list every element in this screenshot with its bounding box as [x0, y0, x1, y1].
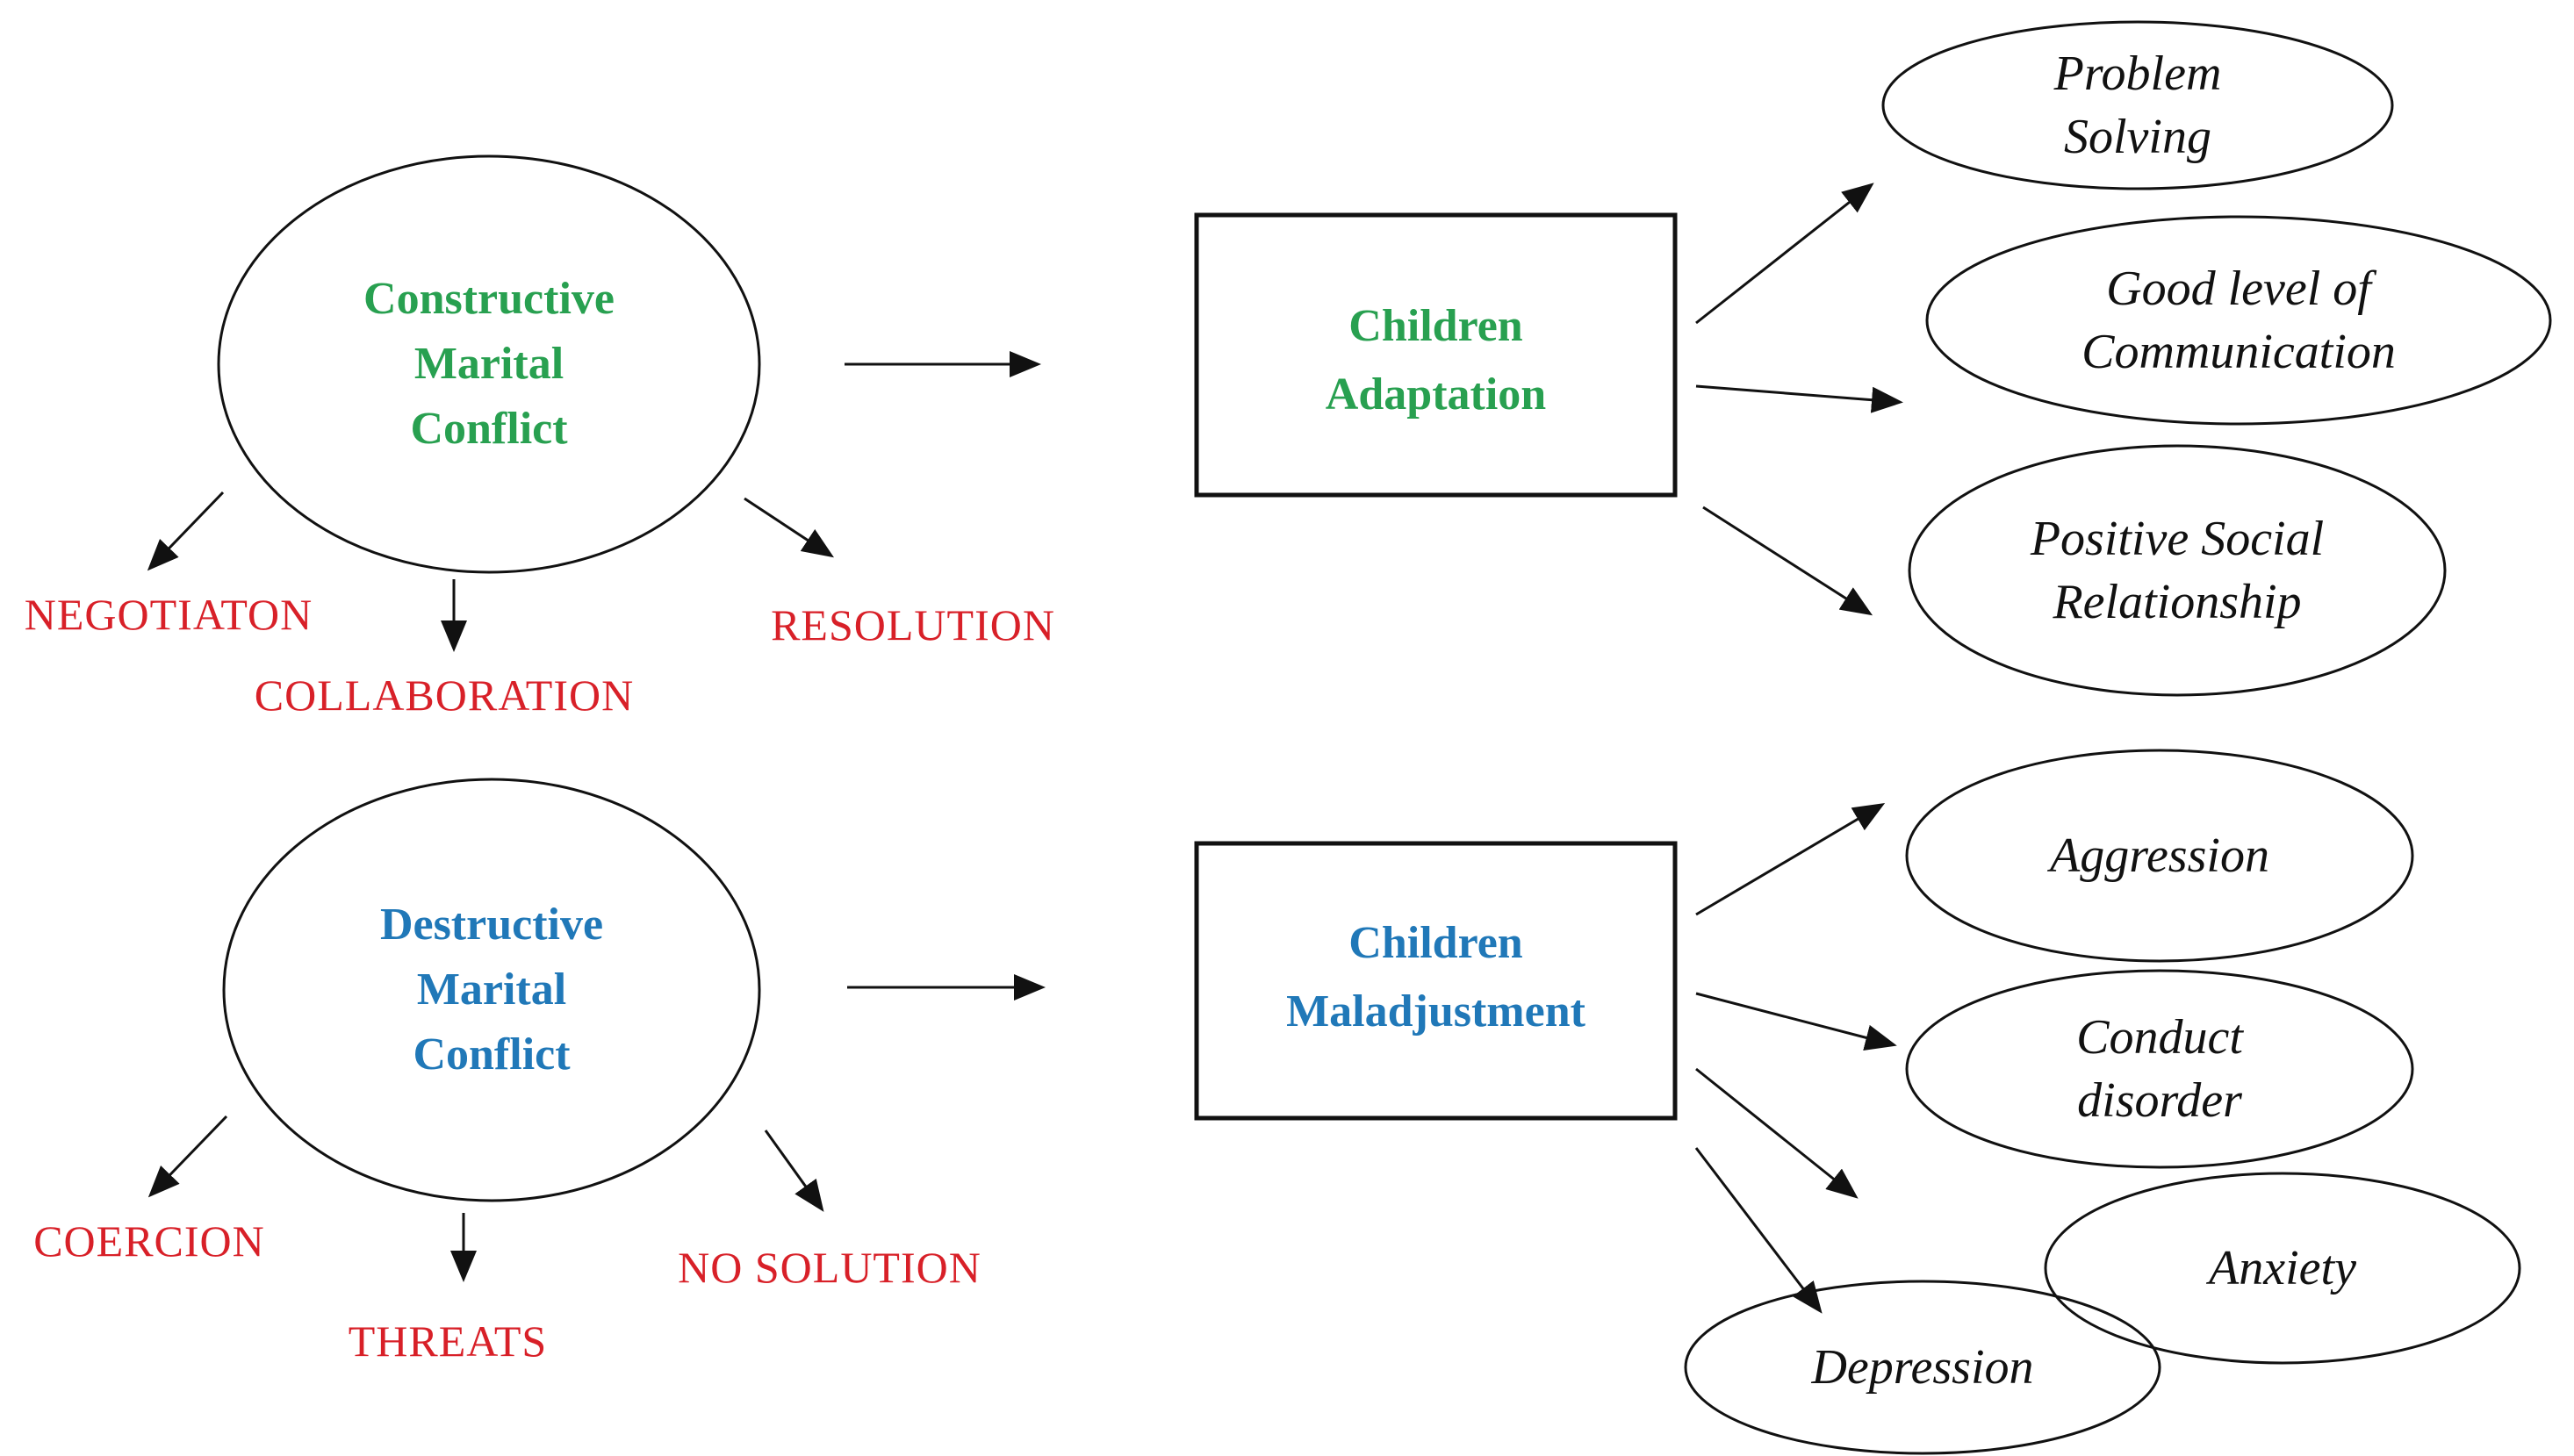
constructive-conflict-line: Marital [413, 339, 564, 389]
communication-line: Communication [2081, 325, 2396, 379]
problem-solving-label: Problem Solving [1883, 42, 2392, 169]
social-relationship-line: Positive Social [2030, 512, 2325, 566]
tactic-label-coercion: COERCION [33, 1216, 265, 1266]
constructive-conflict-line: Constructive [363, 274, 615, 324]
destructive-conflict-ellipse [222, 778, 761, 1202]
destructive-conflict-line: Conflict [413, 1029, 571, 1079]
arrow-maladjustment-to-aggression [1695, 802, 1886, 916]
children-maladjustment-line: Children [1348, 918, 1523, 968]
tactic-label-negotiaton: NEGOTIATON [24, 590, 313, 639]
tactic-label-threats: THREATS [348, 1316, 548, 1366]
destructive-conflict-line: Destructive [379, 900, 604, 950]
anxiety-ellipse [2044, 1172, 2521, 1365]
anxiety-label: Anxiety [2046, 1237, 2520, 1300]
conduct-disorder-line: disorder [2077, 1073, 2242, 1128]
children-maladjustment-line: Maladjustment [1286, 986, 1585, 1036]
children-adaptation-box [1194, 212, 1678, 498]
arrow-maladjustment-to-depression [1694, 1147, 1823, 1314]
aggression-ellipse [1905, 749, 2414, 963]
arrow-destructive-to-coercion [147, 1115, 228, 1198]
depression-ellipse [1684, 1280, 2161, 1455]
depression-line: Depression [1811, 1340, 2034, 1395]
anxiety-line: Anxiety [2209, 1241, 2356, 1295]
depression-label: Depression [1686, 1336, 2160, 1399]
arrow-adaptation-to-problem-solving [1695, 183, 1874, 325]
destructive-conflict-label: Destructive Marital Conflict [224, 893, 759, 1087]
social-relationship-line: Relationship [2053, 575, 2302, 629]
problem-solving-line: Problem [2053, 47, 2222, 101]
social-relationship-label: Positive Social Relationship [1909, 507, 2445, 634]
problem-solving-line: Solving [2064, 110, 2211, 164]
social-relationship-ellipse [1908, 444, 2447, 697]
tactic-label-resolution: RESOLUTION [771, 600, 1055, 649]
communication-line: Good level of [2106, 262, 2371, 316]
problem-solving-ellipse [1881, 20, 2394, 190]
destructive-conflict-line: Marital [416, 965, 567, 1015]
conduct-disorder-ellipse [1905, 969, 2414, 1169]
constructive-conflict-ellipse [217, 154, 761, 574]
children-adaptation-line: Adaptation [1325, 369, 1547, 420]
children-adaptation-label: Children Adaptation [1197, 292, 1675, 429]
aggression-line: Aggression [2050, 828, 2269, 883]
communication-ellipse [1925, 215, 2552, 426]
arrow-constructive-to-resolution [744, 497, 835, 558]
tactic-label-collaboration: COLLABORATION [254, 671, 635, 720]
arrow-maladjustment-to-anxiety [1695, 1067, 1859, 1199]
aggression-label: Aggression [1907, 824, 2412, 887]
arrow-maladjustment-to-conduct-disorder [1695, 992, 1897, 1051]
arrow-adaptation-to-communication [1695, 384, 1903, 413]
constructive-conflict-label: Constructive Marital Conflict [219, 267, 759, 462]
arrow-constructive-to-negotiaton [147, 491, 225, 571]
conduct-disorder-line: Conduct [2076, 1010, 2243, 1065]
children-maladjustment-label: Children Maladjustment [1197, 909, 1675, 1046]
children-maladjustment-box [1194, 841, 1678, 1121]
constructive-conflict-line: Conflict [410, 404, 568, 454]
tactic-label-no-solution: NO SOLUTION [678, 1243, 981, 1292]
communication-label: Good level of Communication [1927, 257, 2550, 384]
arrow-destructive-to-no-solution [764, 1130, 824, 1212]
arrow-adaptation-to-social-relationship [1702, 506, 1873, 616]
conduct-disorder-label: Conduct disorder [1907, 1006, 2412, 1132]
children-adaptation-line: Children [1348, 301, 1523, 351]
